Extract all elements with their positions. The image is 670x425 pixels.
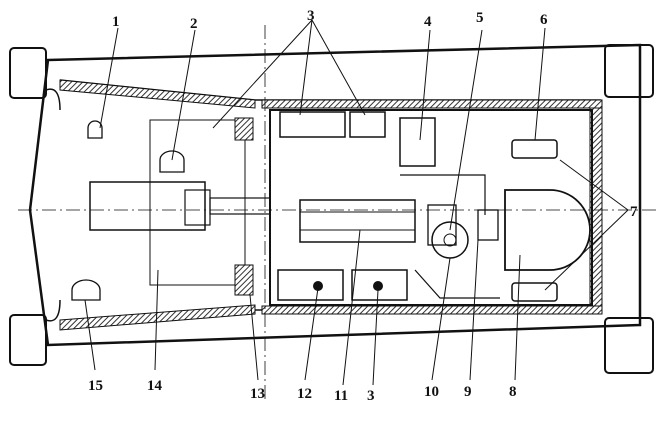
callout-10: 10 [424,384,439,400]
callout-3-top: 3 [307,8,315,24]
callout-14: 14 [147,378,163,394]
callout-12: 12 [297,386,312,402]
callout-labels: 1 2 3 4 5 6 7 15 14 13 12 11 3 10 9 8 [88,8,638,404]
callout-7: 7 [630,204,638,220]
engine-compartment [269,109,593,306]
callout-13: 13 [250,386,265,402]
hull-outline [28,43,642,347]
callout-1: 1 [112,14,120,30]
leader-lines [84,19,629,386]
callout-9: 9 [464,384,472,400]
callout-5: 5 [476,10,484,26]
callout-11: 11 [334,388,348,404]
fighting-compartment [71,117,271,301]
callout-15: 15 [88,378,103,394]
callout-2: 2 [190,16,198,32]
callout-6: 6 [540,12,548,28]
callout-3-bottom: 3 [367,388,375,404]
callout-8: 8 [509,384,517,400]
track-blocks [9,44,654,374]
callout-4: 4 [424,14,432,30]
